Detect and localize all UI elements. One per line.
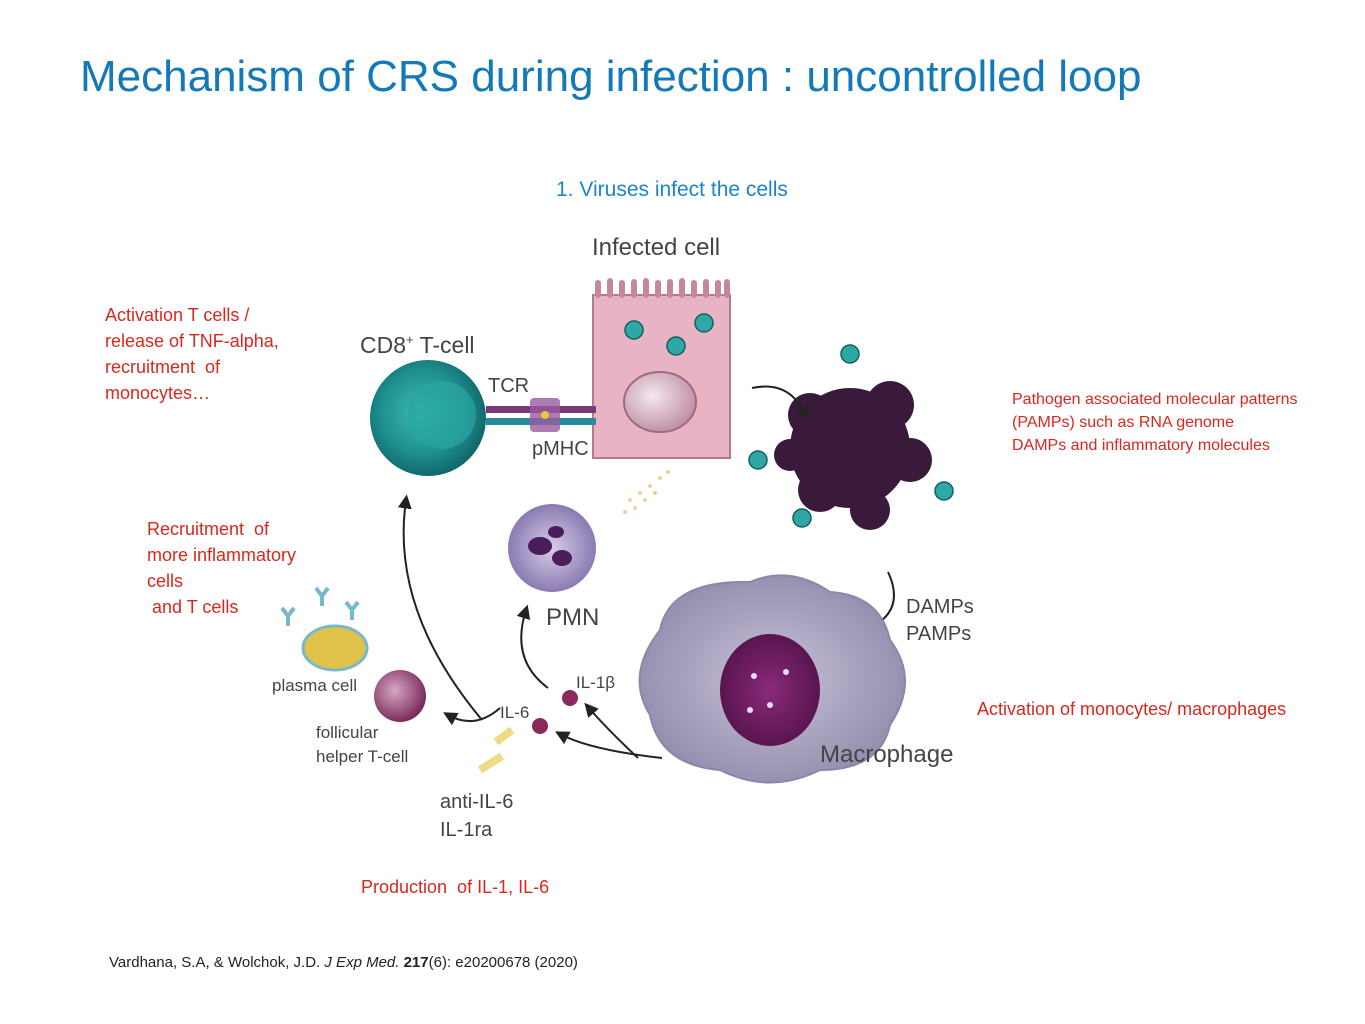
tcr-pmhc-complex xyxy=(486,398,596,432)
antibodies xyxy=(280,586,360,626)
pmn-cell xyxy=(508,504,596,592)
il6-molecule xyxy=(532,718,548,734)
annotation-t-cell-activation: Activation T cells / release of TNF-alph… xyxy=(105,305,279,403)
infection-arrow xyxy=(751,385,809,421)
il6-to-tfh-arrow xyxy=(443,707,501,726)
damps-label: DAMPs xyxy=(906,596,974,618)
pmhc-label: pMHC xyxy=(532,438,589,460)
macrophage-to-il6-arrow xyxy=(555,731,663,759)
macrophage-to-il1b-arrow xyxy=(584,702,639,759)
il6-label: IL-6 xyxy=(500,703,529,722)
il1b-label: IL-1β xyxy=(576,673,615,692)
pmn-label: PMN xyxy=(546,604,599,631)
follicular-label: follicular xyxy=(316,723,379,742)
helper-tcell-label: helper T-cell xyxy=(316,747,408,766)
cytokine-spray xyxy=(623,470,670,514)
infected-cell-label: Infected cell xyxy=(592,234,720,261)
il1b-molecule xyxy=(562,690,578,706)
citation: Vardhana, S.A, & Wolchok, J.D. J Exp Med… xyxy=(109,954,578,971)
slide-title: Mechanism of CRS during infection : unco… xyxy=(80,52,1142,101)
annotation-pamps: Pathogen associated molecular patterns (… xyxy=(1012,391,1298,454)
anti-il6-antibodies xyxy=(477,726,515,774)
il6-to-tcell-arrow xyxy=(397,494,483,721)
macrophage-label: Macrophage xyxy=(820,741,953,768)
follicular-helper-t-cell xyxy=(374,670,426,722)
virus-particles xyxy=(624,313,954,528)
infected-cell xyxy=(592,278,731,459)
pamps-label: PAMPs xyxy=(906,623,971,645)
cd8-t-cell xyxy=(370,360,486,476)
tcr-label: TCR xyxy=(488,375,529,397)
step-1-label: 1. Viruses infect the cells xyxy=(556,178,788,201)
cd8-t-cell-label: CD8+ T-cell xyxy=(360,332,475,358)
anti-il6-label: anti-IL-6 xyxy=(440,791,513,813)
plasma-cell-label: plasma cell xyxy=(272,676,357,695)
annotation-il-production: Production of IL-1, IL-6 xyxy=(361,877,550,897)
il1ra-label: IL-1ra xyxy=(440,819,493,841)
plasma-cell xyxy=(301,624,369,672)
crs-loop-diagram: Infected cell CD8+ T-cell TCR pMHC P xyxy=(272,234,974,841)
il1b-to-pmn-arrow xyxy=(516,604,549,689)
annotation-macrophage-activation: Activation of monocytes/ macrophages xyxy=(977,699,1287,719)
cell-debris xyxy=(774,381,932,530)
macrophage-cell xyxy=(638,574,906,784)
annotation-recruitment: Recruitment of more inflammatory cells a… xyxy=(147,519,297,617)
